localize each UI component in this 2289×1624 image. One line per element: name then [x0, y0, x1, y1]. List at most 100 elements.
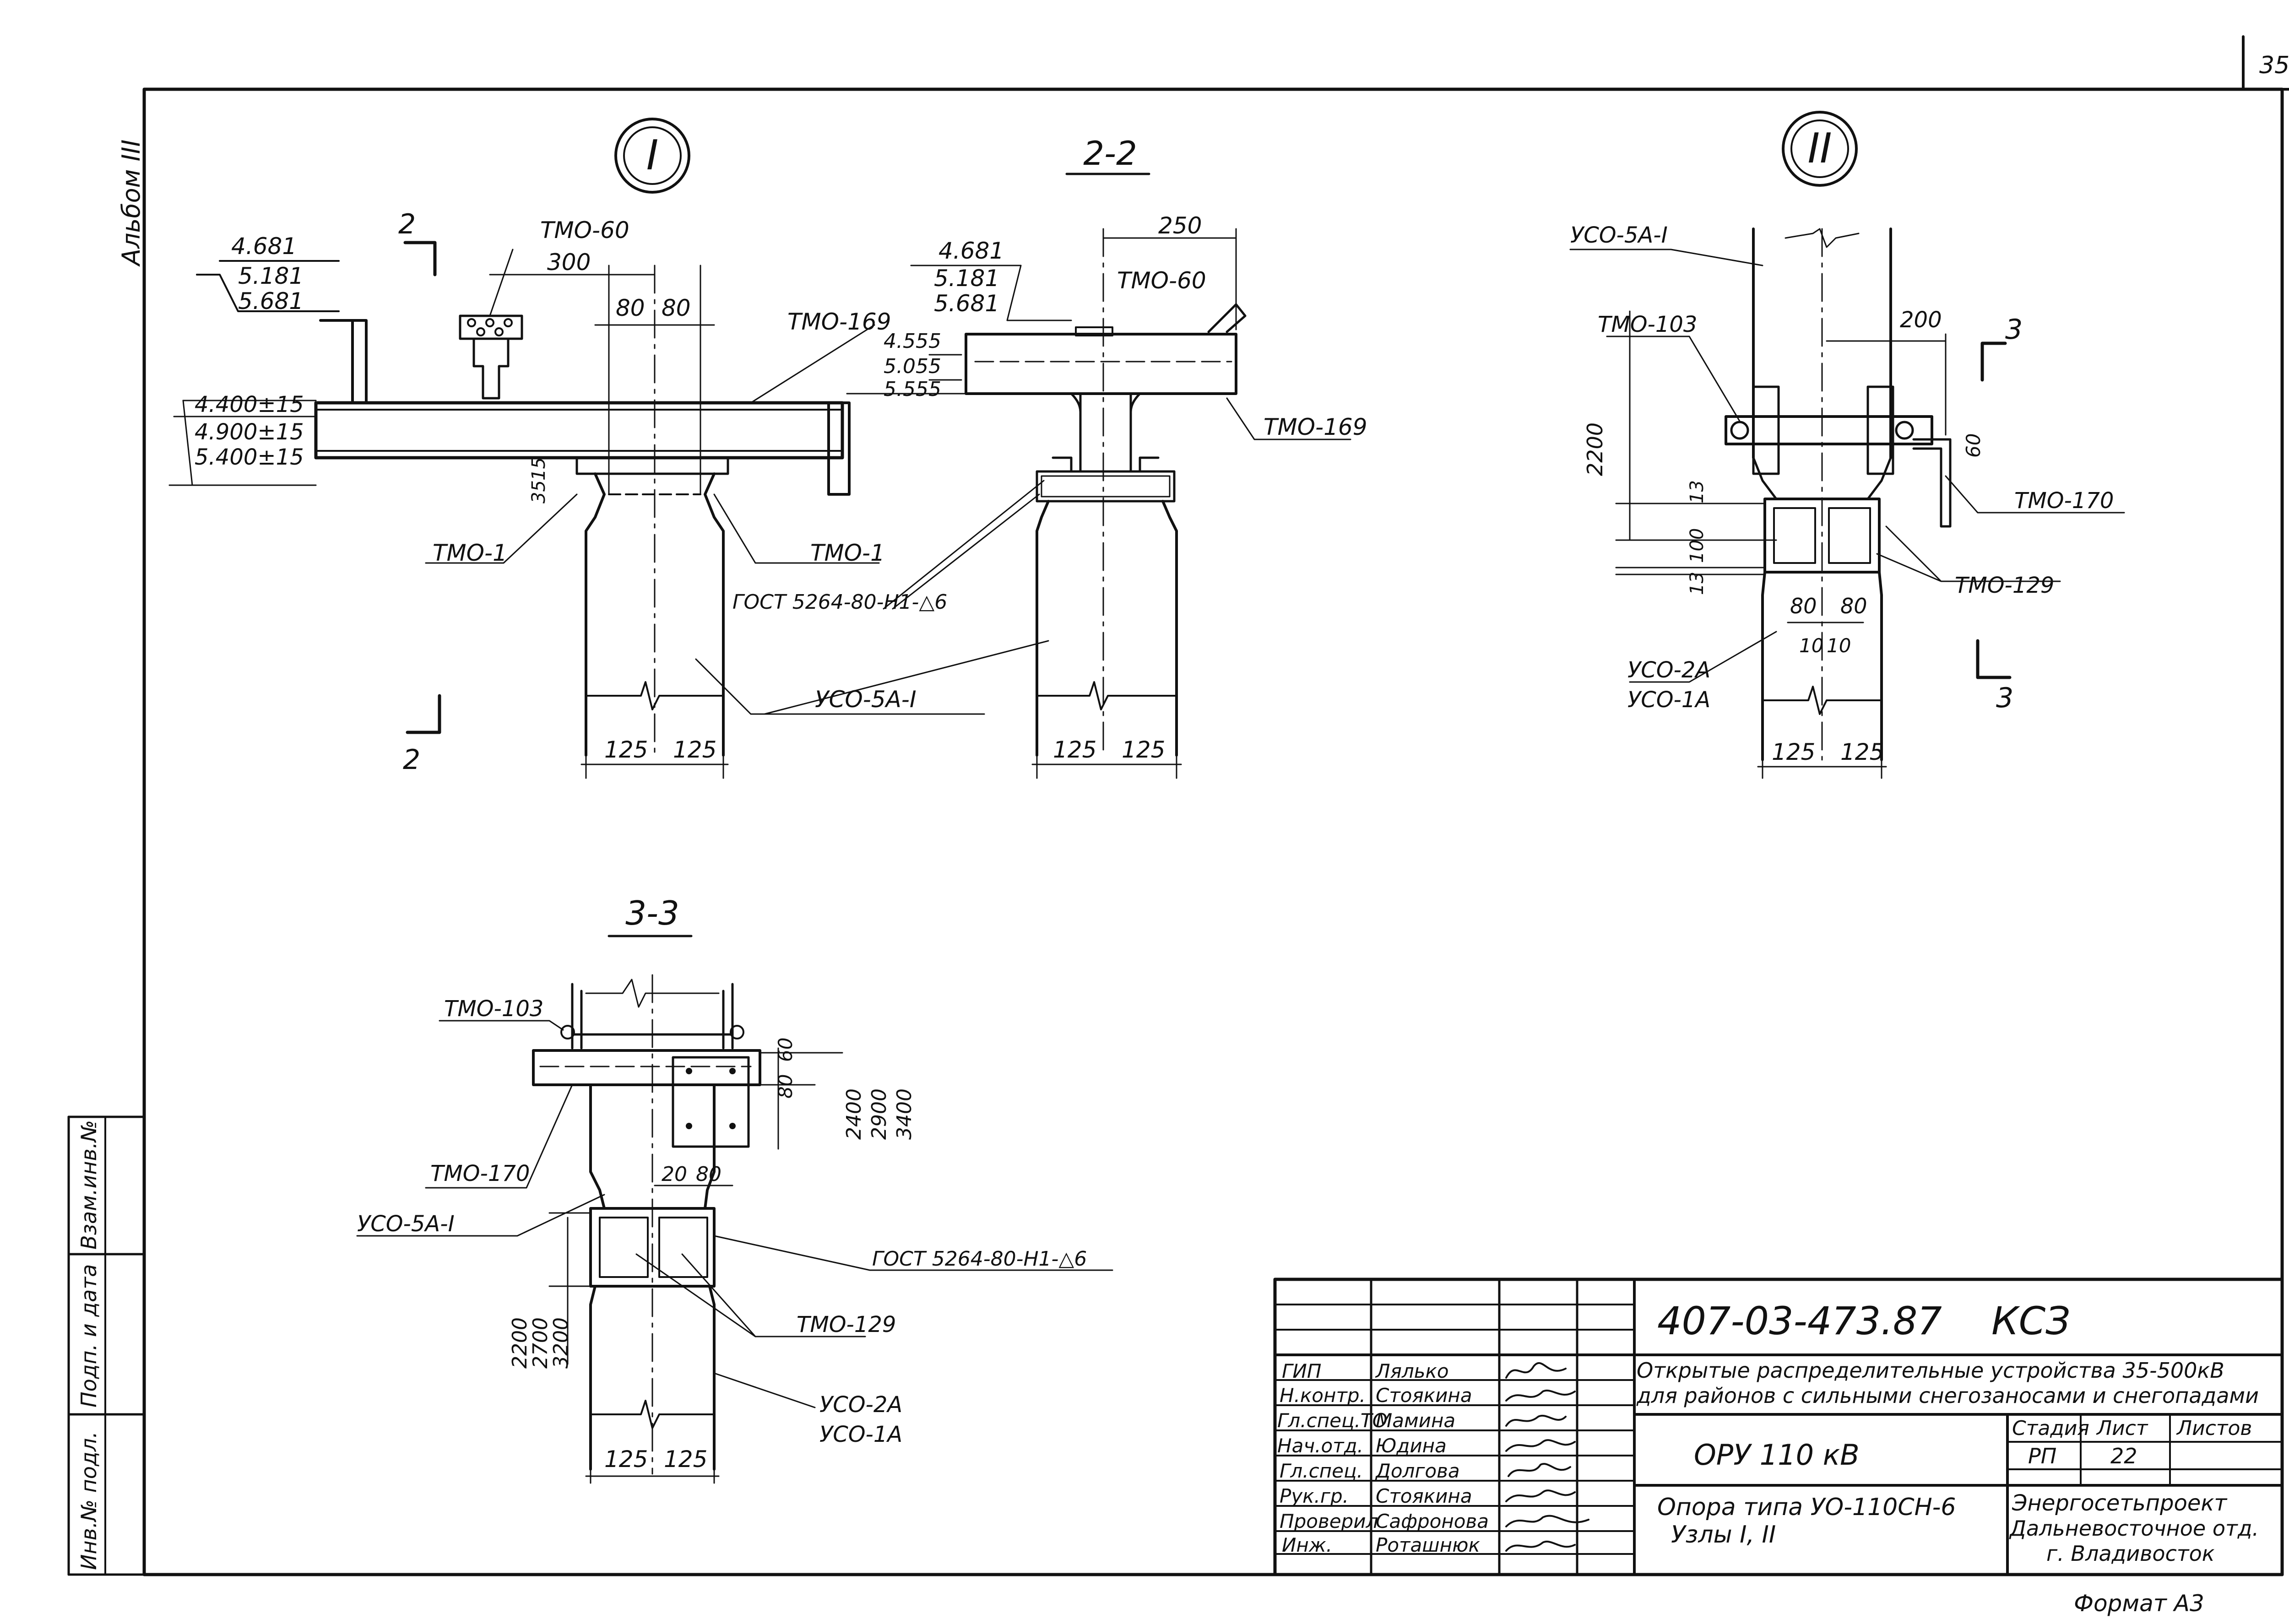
n1-dim35: 35 [528, 480, 549, 503]
n2-tmo170: ТМО-170 [2014, 488, 2114, 514]
s22-elev-f: 5.555 [884, 378, 941, 401]
tb-role-7: Инж. [1282, 1534, 1332, 1556]
tb-org-3: г. Владивосток [2046, 1541, 2215, 1566]
node-2-title: II [1807, 125, 1832, 173]
tb-stage: РП [2028, 1444, 2056, 1468]
n2-dim125b: 125 [1840, 739, 1884, 765]
s22-elev-b: 5.181 [934, 265, 999, 292]
s22-tmo169: ТМО-169 [1264, 414, 1367, 440]
tb-role-1: Н.контр. [1280, 1384, 1366, 1407]
n1-elev-mid-2: 4.900±15 [195, 419, 304, 445]
n2-dim80a: 80 [1790, 594, 1817, 618]
s33-uso2a: УСО-2А [819, 1392, 902, 1418]
tb-mark: КСЗ [1991, 1299, 2070, 1343]
tb-object: ОРУ 110 кВ [1694, 1438, 1860, 1472]
album-label: Альбом III [117, 140, 146, 267]
section-3-3-view: 3-3 ТМО-103 [356, 894, 1113, 1484]
tb-role-5: Рук.гр. [1280, 1485, 1349, 1507]
tb-sheet-label: Лист [2096, 1417, 2148, 1440]
n1-dim80b: 80 [662, 295, 691, 321]
node-1-marker [614, 118, 690, 194]
tb-project-2: для районов с сильными снегозаносами и с… [1636, 1383, 2259, 1408]
s33-dim2900: 2900 [868, 1088, 891, 1140]
tb-name-0: Лялько [1375, 1360, 1449, 1382]
n2-uso5a: УСО-5А-I [1570, 222, 1668, 248]
tb-name-5: Стоякина [1376, 1485, 1472, 1507]
s33-dim125a: 125 [604, 1446, 648, 1472]
s22-elev-a: 4.681 [938, 238, 1004, 264]
n1-cut-top: 2 [398, 208, 416, 240]
format-label: Формат А3 [2074, 1590, 2204, 1617]
s22-tmo60: ТМО-60 [1117, 267, 1206, 294]
s33-tmo170: ТМО-170 [430, 1161, 530, 1186]
n1-elev-mid-3: 5.400±15 [195, 444, 304, 470]
node-2-view: II [1569, 111, 2125, 779]
column-uso5a [585, 472, 725, 757]
n2-dim80b: 80 [1840, 594, 1867, 618]
n2-cut-bottom: 3 [1996, 682, 2013, 714]
column-2-2 [1036, 500, 1178, 757]
n2-dim2200: 2200 [1583, 422, 1607, 476]
tb-project: Открытые распределительные устройства 35… [1637, 1358, 2224, 1383]
n2-uso1a: УСО-1А [1627, 687, 1710, 713]
s33-tmo103: ТМО-103 [444, 996, 543, 1022]
page-number: 35 [2259, 52, 2289, 79]
s33-gost: ГОСТ 5264-80-Н1-△6 [872, 1247, 1087, 1271]
n1-elev-top-2: 5.181 [238, 263, 304, 289]
s22-dim250: 250 [1158, 212, 1202, 239]
n1-dim300: 300 [547, 249, 591, 276]
n1-gost: ГОСТ 5264-80-Н1-△6 [732, 590, 947, 614]
tb-name-2: Мамина [1376, 1409, 1455, 1432]
node-2-marker [1782, 111, 1858, 187]
s33-dim2200: 2200 [508, 1317, 532, 1369]
n1-tmo1-left: ТМО-1 [433, 540, 507, 566]
n1-tmo1-right: ТМО-1 [810, 540, 885, 566]
node-1-title: I [646, 131, 659, 179]
n2-dim13b: 13 [1687, 572, 1708, 595]
tb-name-6: Сафронова [1376, 1510, 1489, 1532]
tb-sheet-name: Опора типа УО-110СН-6 [1657, 1494, 1956, 1521]
tb-name-4: Долгова [1375, 1460, 1460, 1482]
s33-dim3200: 3200 [549, 1317, 573, 1369]
s22-elev-d: 4.555 [884, 330, 941, 353]
tb-name-1: Стоякина [1376, 1384, 1472, 1407]
n1-elev-top-3: 5.681 [238, 288, 304, 314]
n1-dim80a: 80 [616, 295, 645, 321]
s22-elev-c: 5.681 [934, 290, 999, 317]
tb-stage-label: Стадия [2012, 1417, 2089, 1440]
n1-dim15: 15 [528, 457, 549, 481]
n2-dim10a: 10 [1799, 634, 1823, 657]
tb-sheets-label: Листов [2176, 1417, 2252, 1440]
section-2-2-title: 2-2 [1083, 134, 1137, 173]
s33-dim60: 60 [774, 1038, 797, 1062]
s22-dim125a: 125 [1053, 736, 1096, 763]
n2-dim100: 100 [1687, 528, 1708, 563]
tb-name-7: Роташнюк [1376, 1534, 1480, 1556]
s22-dim125b: 125 [1122, 736, 1165, 763]
s33-dim2400: 2400 [842, 1088, 866, 1140]
n1-uso: УСО-5А-I [815, 686, 917, 713]
beam-tmo169 [314, 401, 844, 460]
n1-dim125a: 125 [604, 736, 648, 763]
node-1-view: I [168, 118, 985, 779]
n1-dim125b: 125 [673, 736, 716, 763]
tb-code: 407-03-473.87 [1657, 1299, 1942, 1343]
s33-dim80b: 80 [696, 1163, 721, 1186]
s33-uso5a: УСО-5А-I [357, 1211, 455, 1237]
s33-dim20: 20 [662, 1163, 687, 1186]
tb-name-3: Юдина [1376, 1435, 1447, 1457]
side-label-sign: Подп. и дата [76, 1264, 101, 1407]
side-label-replace: Взам.инв.№ [76, 1120, 101, 1250]
s22-elev-e: 5.055 [884, 355, 941, 378]
sheet-frame [67, 35, 2289, 1576]
n2-tmo103: ТМО-103 [1598, 312, 1697, 337]
n2-tmo129: ТМО-129 [1955, 573, 2054, 598]
n2-dim200: 200 [1900, 307, 1942, 333]
n1-tmo60: ТМО-60 [540, 217, 629, 244]
s33-dim3400: 3400 [893, 1088, 916, 1140]
tb-org: Энергосетьпроект [2012, 1490, 2228, 1516]
tb-role-3: Нач.отд. [1277, 1435, 1363, 1457]
title-block: 407-03-473.87 КСЗ Открытые распределител… [1273, 1278, 2284, 1576]
tb-role-0: ГИП [1282, 1360, 1321, 1382]
